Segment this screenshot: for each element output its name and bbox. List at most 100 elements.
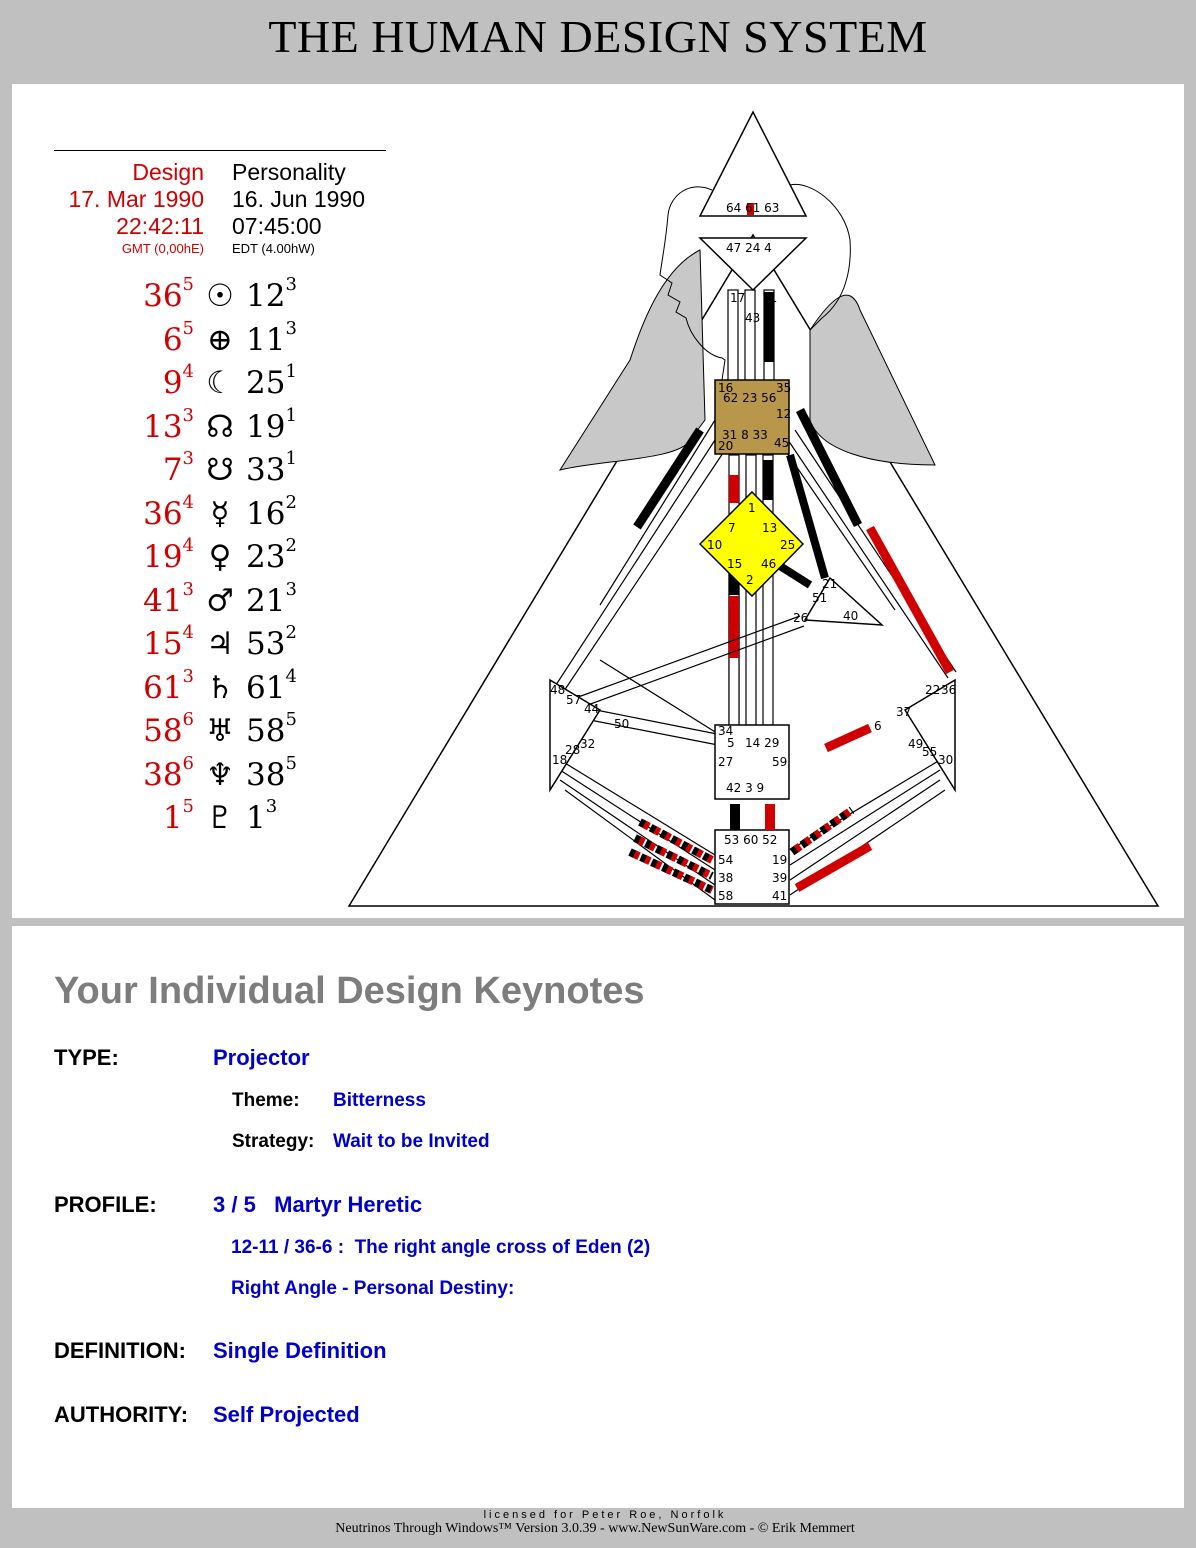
venus-icon: ♀ bbox=[208, 539, 232, 575]
gate-label: 15 bbox=[727, 557, 742, 571]
gate-label: 53 60 52 bbox=[724, 833, 777, 847]
design-gate: 41 bbox=[143, 582, 183, 619]
personality-line: 3 bbox=[285, 578, 297, 600]
gate-label: 47 24 4 bbox=[726, 241, 772, 255]
design-activation: 154 bbox=[60, 622, 194, 662]
defined-25-51 bbox=[777, 562, 813, 589]
bodygraph: 64 61 63 47 24 4 17 11 43 16 62 23 56 35… bbox=[347, 110, 1160, 907]
personality-time: 07:45:00 bbox=[232, 213, 322, 239]
design-header: Design bbox=[132, 159, 204, 185]
moon-icon: ☾ bbox=[206, 365, 234, 401]
personality-line: 2 bbox=[285, 491, 297, 513]
gate-label: 16 bbox=[718, 381, 733, 395]
defined-58-18-red bbox=[628, 848, 714, 894]
sun-icon: ☉ bbox=[206, 278, 234, 314]
personality-gate: 61 bbox=[246, 669, 286, 706]
defined-52 bbox=[765, 804, 775, 830]
authority-label: AUTHORITY: bbox=[54, 1402, 189, 1427]
planet-row-venus: 194 ♀ 232 bbox=[60, 535, 390, 583]
personality-gate: 21 bbox=[246, 582, 286, 619]
gate-label: 26 bbox=[793, 611, 808, 625]
design-line: 4 bbox=[182, 535, 194, 556]
defined-12 bbox=[764, 330, 774, 360]
design-gate: 36 bbox=[143, 495, 183, 532]
design-line: 4 bbox=[182, 361, 194, 382]
design-gate: 9 bbox=[162, 365, 183, 401]
gate-label: 18 bbox=[552, 753, 567, 767]
gate-label: 32 bbox=[580, 737, 595, 751]
personality-activation: 123 bbox=[246, 274, 366, 314]
gate-labels: 64 61 63 47 24 4 17 11 43 16 62 23 56 35… bbox=[550, 201, 956, 903]
gate-label: 62 23 56 bbox=[723, 391, 776, 405]
defined-11 bbox=[764, 292, 774, 362]
profile-value: 3 / 5 Martyr Heretic bbox=[213, 1192, 423, 1217]
throat-center bbox=[714, 379, 790, 455]
defined-16-48 bbox=[633, 427, 704, 530]
channel-2-14 bbox=[745, 589, 757, 726]
defined-54-32-red bbox=[638, 818, 714, 864]
design-gate: 1 bbox=[162, 800, 183, 836]
design-line: 3 bbox=[182, 404, 194, 426]
personality-line: 2 bbox=[285, 622, 297, 643]
gate-label: 22 bbox=[925, 683, 940, 697]
design-gate: 15 bbox=[143, 626, 183, 662]
defined-6-59 bbox=[824, 723, 872, 753]
gate-label: 19 bbox=[772, 853, 787, 867]
design-time: 22:42:11 bbox=[116, 213, 204, 239]
planet-row-jupiter: 154♃532 bbox=[60, 622, 390, 670]
personality-header: Personality bbox=[232, 159, 346, 185]
design-activation: 413 bbox=[60, 579, 194, 619]
gate-label: 11 bbox=[762, 291, 777, 305]
design-gate: 19 bbox=[143, 539, 183, 575]
personality-activation: 532 bbox=[246, 622, 366, 662]
theme-value: Bitterness bbox=[333, 1090, 426, 1111]
type-label: TYPE: bbox=[54, 1045, 119, 1070]
gate-label: 34 bbox=[718, 724, 733, 738]
defined-15a bbox=[729, 475, 739, 503]
angle: Right Angle - Personal Destiny: bbox=[231, 1278, 515, 1299]
gate-label: 38 bbox=[718, 871, 733, 885]
personality-activation: 614 bbox=[246, 666, 366, 706]
personality-activation: 13 bbox=[246, 796, 366, 836]
earth-icon: ⊕ bbox=[207, 321, 233, 358]
gate-label: 59 bbox=[772, 755, 787, 769]
gate-label: 48 bbox=[550, 683, 565, 697]
mercury-icon: ☿ bbox=[210, 495, 230, 532]
gate-label: 44 bbox=[584, 702, 599, 716]
personality-line: 5 bbox=[285, 709, 297, 730]
defined-41-30 bbox=[794, 842, 873, 892]
gate-label: 35 bbox=[776, 381, 791, 395]
design-gate: 58 bbox=[143, 713, 183, 749]
head-outline bbox=[659, 183, 851, 386]
design-line: 6 bbox=[182, 752, 194, 774]
neptune-icon: ♆ bbox=[206, 756, 234, 793]
gate-label: 54 bbox=[718, 853, 733, 867]
pluto-icon: ♇ bbox=[206, 800, 234, 836]
personality-gate: 38 bbox=[246, 756, 286, 793]
gate-label: 1 bbox=[748, 501, 756, 515]
personality-timezone: EDT (4.00hW) bbox=[232, 241, 315, 256]
defined-33 bbox=[763, 460, 773, 500]
design-activation: 364 bbox=[60, 492, 194, 532]
design-gate: 36 bbox=[143, 278, 183, 314]
planet-row-mercury: 364☿162 bbox=[60, 492, 390, 540]
g-center bbox=[698, 490, 805, 598]
design-line: 4 bbox=[182, 491, 194, 513]
design-line: 5 bbox=[182, 317, 194, 339]
incarnation-cross: 12-11 / 36-6 : The right angle cross of … bbox=[231, 1237, 651, 1258]
personality-column: Personality 16. Jun 1990 07:45:00 EDT (4… bbox=[232, 158, 392, 258]
gate-label: 45 bbox=[774, 436, 789, 450]
gate-label: 39 bbox=[772, 871, 787, 885]
type-value: Projector bbox=[213, 1045, 310, 1070]
gate-label: 40 bbox=[843, 609, 858, 623]
planet-row-moon: 94☾251 bbox=[60, 361, 390, 409]
gate-label: 6 bbox=[874, 719, 882, 733]
defined-58-18 bbox=[628, 848, 714, 894]
design-line: 3 bbox=[182, 665, 194, 687]
design-activation: 94 bbox=[60, 361, 194, 401]
personality-line: 1 bbox=[285, 404, 297, 426]
personality-gate: 58 bbox=[246, 713, 286, 749]
defined-19-49 bbox=[789, 806, 855, 856]
gate-label: 20 bbox=[718, 439, 733, 453]
personality-activation: 232 bbox=[246, 535, 366, 575]
